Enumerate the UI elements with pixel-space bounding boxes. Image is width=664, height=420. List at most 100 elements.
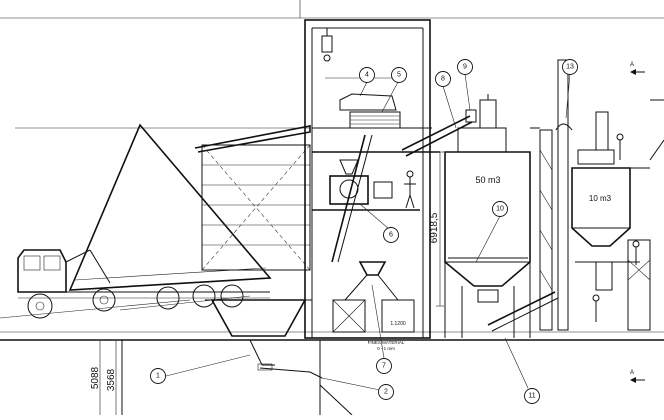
balloon-number: 4 [365,72,369,79]
balloon-circle [391,67,407,83]
splitter-hopper [358,261,387,276]
leader-8 [442,85,457,129]
pit-feeder [257,363,273,371]
balloon-circle [383,227,399,243]
section-arrow-top-head [630,69,636,75]
balloon-group: 1 2 4 5 6 7 8 9 10 11 13 [150,59,578,404]
fines-label-line1: FINES MATERIAL [368,340,405,345]
silo-top-house [457,127,507,153]
balloon-number: 2 [384,389,388,396]
small-silo-shell [571,167,631,247]
balloon-circle [378,384,394,400]
section-label-top: A [630,62,634,68]
silo-outfeed-conveyor [487,291,556,326]
truck-wheel-5 [220,284,244,308]
side-frame [627,239,651,331]
worker-top-head [616,133,624,141]
bag-bin-right [381,299,415,333]
balloon-10: 10 [492,201,508,217]
worker-side-head [632,240,640,248]
truck-hydraulic-arm [65,249,91,263]
leader-7 [371,284,385,359]
section-arrow-bottom-head [630,377,636,383]
truck-hydraulic-ram [89,249,111,284]
balloon-number: 11 [528,393,535,400]
screw-conveyor-lower [405,121,473,157]
balloon-circle [150,368,166,384]
operator-head [406,170,414,178]
truck-wheel-3 [156,286,180,310]
balloon-circle [435,71,451,87]
small-silo-filter [595,111,609,151]
balloon-5: 5 [391,67,407,83]
splitter-leg-left [344,274,368,301]
truck-body-floor [69,277,271,291]
leader-lines [165,73,571,391]
silo-filter [479,99,497,129]
pit-dimensions: 5088 3568 [90,339,120,415]
balloon-6: 6 [383,227,399,243]
elevator-chute-2 [337,134,373,263]
worker-bottom-head [592,294,600,302]
splitter-leg-right [377,274,399,301]
truck-front-hub [35,301,45,311]
side-frame-brace-2 [627,259,651,281]
operator-leg-left [405,194,411,209]
screw-drive [465,109,477,123]
hoist-block [321,35,333,53]
silo-outfeed-conveyor-2 [491,297,559,332]
truck-wheel-4 [192,284,216,308]
stair-flight-2 [539,189,553,211]
leader-6 [359,203,390,230]
leader-10 [475,215,501,263]
truck-window-rear [43,255,61,271]
right-elevator-head [555,123,573,131]
balloon-number: 13 [566,64,574,71]
small-silo-volume-label: 10 m3 [589,194,612,203]
balloon-circle [562,59,578,75]
balloon-9: 9 [457,59,473,75]
dim-pit-outer-label: 5088 [90,366,101,389]
ramp-line-2 [119,295,251,311]
balloon-circle [376,358,392,374]
leader-5 [381,81,399,113]
bag-bin-left-x2 [332,299,366,333]
pit-conveyor [259,367,323,379]
balloon-number: 10 [496,206,504,213]
silo-shell [444,151,531,287]
section-mark-bottom: A [630,370,645,383]
ramp-line [0,299,191,319]
bin-label: 1.1200 [390,321,406,327]
dim-tank-height-label: 6918,5 [429,212,440,243]
mill-body [329,175,369,205]
mill-inlet-hopper [339,159,359,175]
balloon-number: 5 [397,72,401,79]
leader-4 [359,81,368,97]
pit-incline [319,384,353,416]
shed-roof [194,125,311,153]
stair-flight-3 [539,229,553,251]
main-silo [436,94,559,338]
balloon-13: 13 [562,59,578,75]
balloon-number: 6 [389,232,393,239]
truck-wheel-2 [92,288,116,312]
balloon-number: 9 [463,64,467,71]
small-silo-top [577,149,615,165]
main-silo-volume-label: 50 m3 [475,175,500,185]
balloon-number: 8 [441,76,445,83]
balloon-circle [492,201,508,217]
truck-front-wheel [27,293,53,319]
balloon-8: 8 [435,71,451,87]
process-tower [304,19,440,339]
truck-window [23,255,41,271]
balloon-number: 7 [382,363,386,370]
balloon-number: 1 [156,373,160,380]
intake-shed [194,125,311,271]
stair-flight-4 [539,269,553,291]
stair-flight-1 [539,149,553,171]
packing-machine [595,261,613,291]
truck-dump-body [68,123,272,291]
intake-pit [121,299,353,416]
